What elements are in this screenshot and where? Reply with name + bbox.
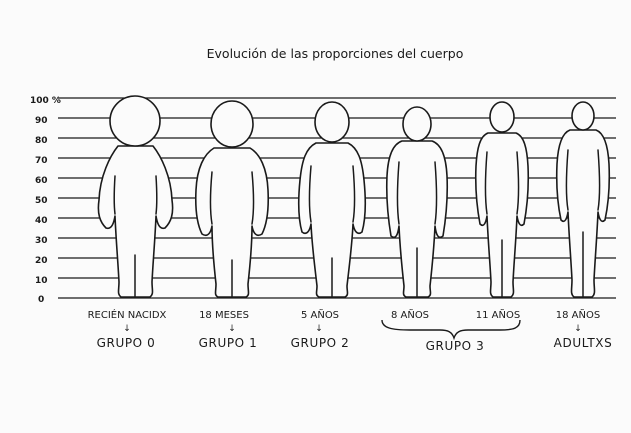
figure-11-years-arm-left bbox=[484, 151, 488, 215]
arrow-adultxs: ↓ bbox=[574, 324, 582, 334]
figure-11-years-arm-right bbox=[516, 151, 520, 215]
figure-5-years-head bbox=[314, 101, 350, 143]
y-tick-10: 10 bbox=[35, 276, 48, 286]
figure-5-years-body bbox=[297, 142, 367, 298]
age-label-18-years: 18 AÑOS bbox=[556, 308, 600, 321]
figure-newborn bbox=[97, 95, 174, 298]
figure-8-years-head bbox=[402, 106, 432, 142]
y-tick-70: 70 bbox=[35, 156, 48, 166]
y-tick-50: 50 bbox=[35, 196, 48, 206]
y-tick-20: 20 bbox=[35, 256, 48, 266]
y-tick-0: 0 bbox=[38, 295, 44, 305]
group-label-0: GRUPO 0 bbox=[97, 336, 156, 350]
arrow-grupo-0: ↓ bbox=[123, 324, 131, 334]
group-labels: GRUPO 0 GRUPO 1 GRUPO 2 GRUPO 3 ADULTXS bbox=[97, 336, 613, 353]
figure-newborn-arm-right bbox=[155, 175, 158, 215]
age-label-5-years: 5 AÑOS bbox=[301, 308, 339, 321]
figure-18-months-arm-right bbox=[251, 171, 255, 225]
age-label-8-years: 8 AÑOS bbox=[391, 308, 429, 321]
figure-5-years-arm-left bbox=[308, 165, 312, 223]
arrow-grupo-1: ↓ bbox=[228, 324, 236, 334]
figure-11-years-head bbox=[489, 101, 515, 133]
figure-newborn-arm-left bbox=[113, 175, 116, 215]
arrow-grupo-2: ↓ bbox=[315, 324, 323, 334]
figure-5-years-arm-right bbox=[352, 165, 356, 223]
figure-11-years-body bbox=[474, 132, 530, 298]
figure-5-years bbox=[297, 101, 367, 298]
age-labels: RECIÉN NACIDX 18 MESES 5 AÑOS 8 AÑOS 11 … bbox=[88, 308, 601, 321]
y-tick-100: 100 % bbox=[30, 96, 61, 106]
group-label-2: GRUPO 2 bbox=[291, 336, 350, 350]
grupo-3-brace bbox=[381, 319, 521, 341]
group-label-adultxs: ADULTXS bbox=[554, 336, 613, 350]
y-tick-40: 40 bbox=[35, 216, 48, 226]
diagram-title: Evolución de las proporciones del cuerpo bbox=[207, 46, 464, 61]
figure-18-years-arm-left bbox=[565, 149, 569, 211]
y-tick-60: 60 bbox=[35, 176, 48, 186]
y-tick-90: 90 bbox=[35, 116, 48, 126]
figure-8-years-arm-left bbox=[396, 161, 400, 225]
figure-18-years-head bbox=[571, 101, 595, 131]
group-arrows: ↓ ↓ ↓ ↓ bbox=[123, 324, 582, 334]
figure-newborn-head bbox=[109, 95, 161, 147]
group-label-1: GRUPO 1 bbox=[199, 336, 258, 350]
figure-18-months-head bbox=[210, 100, 254, 148]
age-label-18-months: 18 MESES bbox=[199, 310, 249, 321]
figure-18-months bbox=[194, 100, 270, 298]
age-label-11-years: 11 AÑOS bbox=[476, 308, 520, 321]
figure-18-months-arm-left bbox=[209, 171, 213, 225]
figure-newborn-body bbox=[97, 145, 174, 298]
figure-18-years-body bbox=[555, 129, 611, 298]
figure-8-years bbox=[385, 106, 449, 298]
figure-18-years-arm-right bbox=[597, 149, 601, 211]
y-tick-80: 80 bbox=[35, 136, 48, 146]
figure-8-years-arm-right bbox=[434, 161, 438, 225]
group-label-3: GRUPO 3 bbox=[426, 339, 485, 353]
figure-18-months-body bbox=[194, 147, 270, 298]
y-tick-30: 30 bbox=[35, 236, 48, 246]
figure-8-years-body bbox=[385, 140, 449, 298]
figure-11-years bbox=[474, 101, 530, 298]
age-label-newborn: RECIÉN NACIDX bbox=[88, 308, 167, 321]
y-axis-labels: 100 % 90 80 70 60 50 40 30 20 10 0 bbox=[30, 96, 61, 305]
figure-18-years bbox=[555, 101, 611, 298]
